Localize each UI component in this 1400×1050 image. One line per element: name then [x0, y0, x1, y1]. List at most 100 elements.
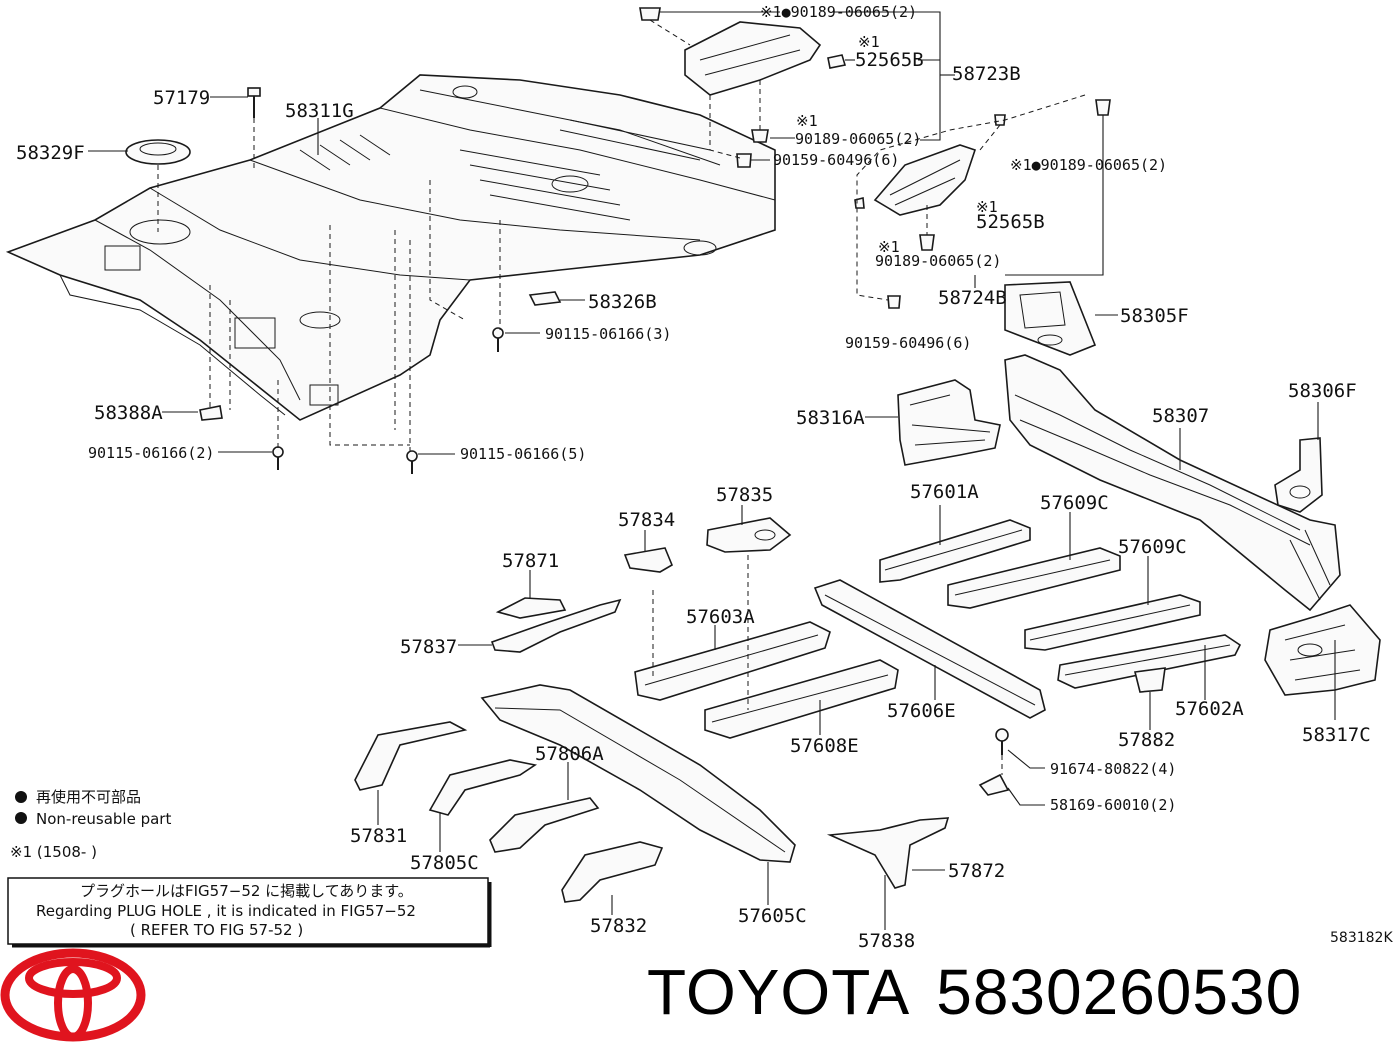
- label-58723B: 58723B: [952, 63, 1021, 85]
- clip-58388A: [199, 405, 223, 421]
- label-90159-60496-low: 90159-60496(6): [845, 334, 971, 352]
- cap-58329F: [125, 139, 191, 165]
- label-58326B: 58326B: [588, 291, 657, 313]
- bracket-57882: [1134, 667, 1166, 693]
- label-90115-06166-5: 90115-06166(5): [460, 445, 586, 463]
- label-58305F: 58305F: [1120, 305, 1189, 327]
- bracket-57834: [623, 547, 674, 573]
- label-57837: 57837: [400, 636, 457, 658]
- label-90189-06065-top: ※1●90189-06065(2): [760, 3, 917, 21]
- label-58307: 58307: [1152, 405, 1209, 427]
- panel-58316A: [897, 379, 1001, 466]
- brand-name: TOYOTA: [647, 956, 911, 1028]
- label-52565B-top: 52565B: [855, 49, 924, 71]
- label-57838: 57838: [858, 930, 915, 952]
- label-57608E: 57608E: [790, 735, 859, 757]
- mark-90189-06065-low: ※1: [878, 238, 900, 256]
- cross-member-57602A: [1057, 634, 1242, 689]
- label-57609C-b: 57609C: [1118, 536, 1187, 558]
- label-57806A: 57806A: [535, 743, 604, 765]
- clip-58326B: [528, 291, 562, 306]
- bolt-57179: [247, 87, 261, 118]
- panel-58306F: [1274, 437, 1323, 513]
- label-90189-06065-low: 90189-06065(2): [875, 252, 1001, 270]
- rail-57603A: [634, 621, 831, 701]
- bracket-58723B-assembly: [639, 7, 847, 168]
- bracket-58724B-assembly: [854, 99, 1111, 309]
- mark-52565B-top: ※1: [858, 33, 880, 51]
- label-57835: 57835: [716, 484, 773, 506]
- bracket-57806A: [489, 797, 600, 853]
- label-57834: 57834: [618, 509, 675, 531]
- plug-hole-note: プラグホールはFIG57−52 に掲載してあります。 Regarding PLU…: [7, 877, 492, 948]
- cross-member-57606E: [813, 579, 1046, 719]
- label-57602A: 57602A: [1175, 698, 1244, 720]
- label-57872: 57872: [948, 860, 1005, 882]
- label-57605C: 57605C: [738, 905, 807, 927]
- label-90115-06166-3: 90115-06166(3): [545, 325, 671, 343]
- non-reusable-dot-icon: [15, 812, 27, 824]
- bracket-57872: [826, 817, 950, 889]
- bracket-58169-60010: [978, 773, 1010, 796]
- label-90189-06065-right: ※1●90189-06065(2): [1010, 156, 1167, 174]
- note-line-3: ( REFER TO FIG 57-52 ): [130, 921, 303, 939]
- toyota-logo-icon: [0, 948, 146, 1042]
- label-57601A: 57601A: [910, 481, 979, 503]
- cross-member-57609C-b: [1024, 594, 1201, 651]
- label-90159-60496-top: 90159-60496(6): [773, 151, 899, 169]
- brand-and-part-number: TOYOTA 5830260530: [647, 955, 1328, 1029]
- label-57179: 57179: [153, 87, 210, 109]
- side-member-58307: [1004, 354, 1341, 612]
- label-57609C-a: 57609C: [1040, 492, 1109, 514]
- bolt-90115-06166-2: [272, 446, 284, 470]
- label-58311G: 58311G: [285, 100, 354, 122]
- label-90189-06065-mid: 90189-06065(2): [795, 130, 921, 148]
- legend: 再使用不可部品 Non-reusable part ※1 (1508- ): [10, 788, 171, 861]
- non-reusable-dot-icon: [15, 791, 27, 803]
- diagram-code: 583182K: [1330, 930, 1393, 946]
- label-58388A: 58388A: [94, 402, 163, 424]
- bracket-57871: [495, 597, 567, 619]
- rail-57608E: [704, 659, 899, 739]
- note-line-2: Regarding PLUG HOLE , it is indicated in…: [36, 902, 416, 920]
- bolt-90115-06166-3: [492, 327, 504, 352]
- panel-58317C: [1264, 604, 1381, 696]
- label-58306F: 58306F: [1288, 380, 1357, 402]
- panel-58305F: [1004, 281, 1097, 356]
- note-line-1: プラグホールはFIG57−52 に掲載してあります。: [80, 882, 413, 900]
- bracket-57805C: [428, 759, 538, 816]
- mark-90189-06065-mid: ※1: [796, 112, 818, 130]
- label-58724B: 58724B: [938, 287, 1007, 309]
- bolt-91674-80822: [995, 728, 1009, 755]
- bolt-90115-06166-5: [406, 450, 418, 474]
- legend-en: Non-reusable part: [36, 810, 171, 828]
- label-58316A: 58316A: [796, 407, 865, 429]
- bracket-57832: [561, 841, 664, 903]
- legend-jp: 再使用不可部品: [36, 788, 141, 806]
- label-57805C: 57805C: [410, 852, 479, 874]
- floor-pan-58311G: [5, 74, 776, 421]
- label-57871: 57871: [502, 550, 559, 572]
- label-57832: 57832: [590, 915, 647, 937]
- legend-date-note: ※1 (1508- ): [10, 843, 97, 861]
- bracket-57831: [354, 721, 468, 791]
- label-57603A: 57603A: [686, 606, 755, 628]
- label-91674-80822: 91674-80822(4): [1050, 760, 1176, 778]
- cross-member-57609C-a: [947, 547, 1121, 609]
- label-58317C: 58317C: [1302, 724, 1371, 746]
- label-57606E: 57606E: [887, 700, 956, 722]
- label-58329F: 58329F: [16, 142, 85, 164]
- label-52565B-low: 52565B: [976, 211, 1045, 233]
- label-57831: 57831: [350, 825, 407, 847]
- cross-member-57601A: [879, 519, 1031, 583]
- side-member-57605C: [480, 684, 796, 863]
- mark-52565B-low: ※1: [976, 198, 998, 216]
- label-90115-06166-2: 90115-06166(2): [88, 444, 214, 462]
- label-58169-60010: 58169-60010(2): [1050, 796, 1176, 814]
- bracket-57837: [490, 598, 622, 653]
- bracket-57835: [706, 517, 792, 553]
- part-number: 5830260530: [936, 956, 1303, 1028]
- label-57882: 57882: [1118, 729, 1175, 751]
